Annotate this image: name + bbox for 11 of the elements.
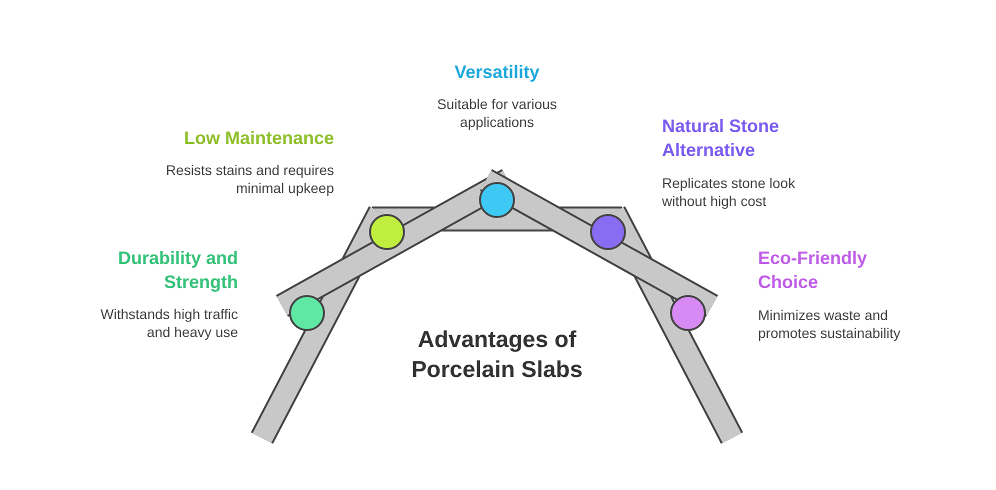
item-description: Withstands high traffic and heavy use xyxy=(100,305,238,341)
title: Advantages of Porcelain Slabs xyxy=(410,325,584,384)
item-description: Replicates stone look without high cost xyxy=(662,174,796,210)
item-heading: Durability and Strength xyxy=(116,247,238,294)
item-description: Suitable for various applications xyxy=(436,95,558,131)
item-heading: Natural Stone Alternative xyxy=(662,115,780,162)
item-description: Minimizes waste and promotes sustainability xyxy=(758,306,902,342)
item-heading: Eco-Friendly Choice xyxy=(758,247,868,294)
item-heading: Versatility xyxy=(453,61,541,84)
item-description: Resists stains and requires minimal upkeep xyxy=(164,161,334,197)
item-heading: Low Maintenance xyxy=(182,127,334,150)
